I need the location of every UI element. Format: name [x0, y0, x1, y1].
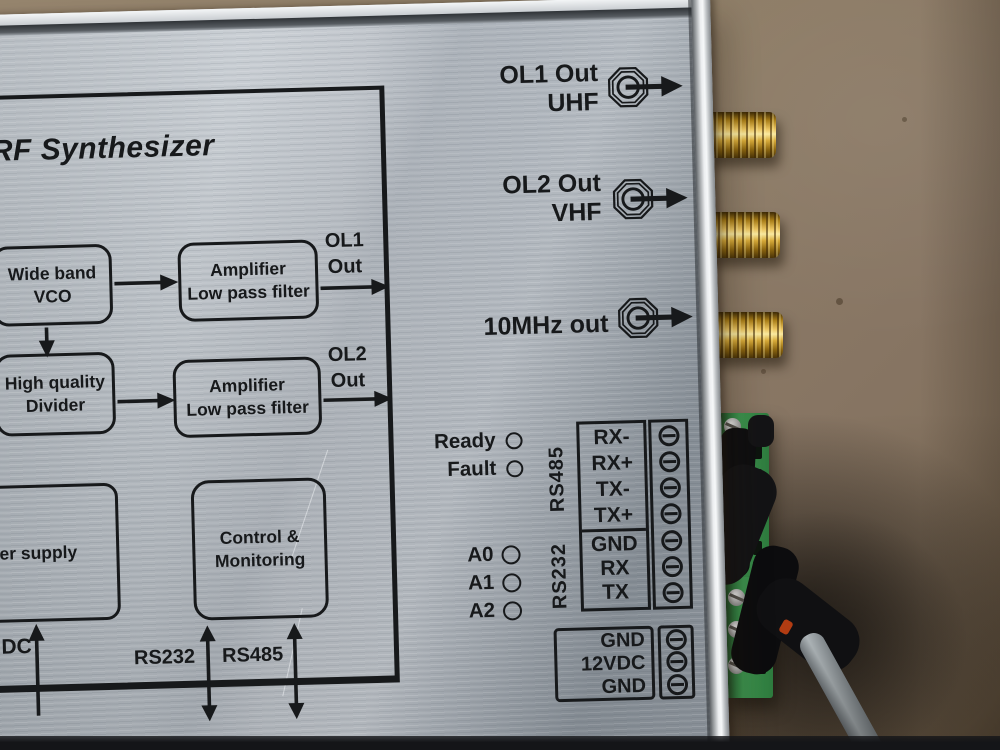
- a2-circle: [502, 600, 523, 621]
- output-legend-ol1: OL1 Out UHF: [448, 59, 599, 121]
- output-legend-ol2: OL2 Out VHF: [451, 169, 602, 231]
- power-pin-table: GND 12VDC GND: [553, 625, 656, 703]
- screw-terminal-icon: [659, 503, 682, 525]
- power-screw-column: [657, 624, 696, 700]
- block-label: Divider: [25, 394, 86, 417]
- block-label: Wide band: [7, 262, 97, 285]
- indicator-label: A0: [467, 542, 494, 567]
- pin-label: RX-: [593, 424, 630, 449]
- a0-circle: [501, 544, 521, 565]
- port-label-line: Out: [327, 255, 363, 279]
- screw-terminal-icon: [665, 628, 687, 651]
- block-amplifier-lpf-2: Amplifier Low pass filter: [172, 356, 323, 439]
- comm-screw-column: [648, 418, 694, 610]
- port-label-dc: DC: [1, 634, 33, 659]
- fault-led-circle: [506, 459, 524, 477]
- block-label: Amplifier: [208, 374, 286, 397]
- coax-connector-symbol-10mhz: [617, 297, 693, 339]
- indicator-ready: Ready: [415, 428, 523, 455]
- rs232-pin-section: GND RX TX: [582, 531, 648, 606]
- block-wideband-vco: Wide band VCO: [0, 243, 114, 327]
- arrow-divider-to-amp2: [117, 392, 176, 409]
- port-label-ol2: OL2 Out: [316, 341, 379, 395]
- arrow-dc-to-power: [28, 623, 45, 716]
- block-label: Monitoring: [214, 548, 306, 572]
- arrow-amp1-to-ol1: [320, 278, 390, 295]
- indicator-a1: A1: [460, 570, 522, 596]
- comm-pin-table: RX- RX+ TX- TX+ GND RX TX: [576, 419, 652, 612]
- sma-connector-10mhz: [713, 312, 783, 358]
- pin-label: TX+: [593, 503, 634, 528]
- black-wire: [748, 415, 774, 447]
- coax-connector-symbol-ol1: [607, 66, 683, 108]
- wire-entry-hole: [753, 445, 762, 459]
- arrow-amp2-to-ol2: [323, 390, 393, 407]
- block-label: Control &: [219, 526, 300, 549]
- indicator-label: A1: [467, 570, 495, 595]
- cardboard-specks: [0, 0, 3, 3]
- arrow-rs232: [199, 625, 218, 722]
- block-label: Low pass filter: [187, 280, 311, 304]
- rs485-pin-section: RX- RX+ TX- TX+: [579, 422, 646, 533]
- pin-label: TX: [601, 580, 630, 605]
- block-control-monitoring: Control & Monitoring: [190, 477, 330, 621]
- indicator-label: Ready: [433, 428, 496, 454]
- output-band: UHF: [546, 87, 600, 118]
- screw-terminal-icon: [657, 424, 680, 447]
- block-label: Amplifier: [209, 257, 287, 280]
- wire-entry-hole: [753, 541, 762, 555]
- output-label: 10MHz out: [483, 309, 609, 342]
- sma-connector-ol2: [710, 212, 780, 258]
- output-label: OL2 Out: [501, 168, 602, 200]
- pin-label: RX+: [591, 451, 634, 476]
- block-power-supply: Power supply: [0, 482, 122, 625]
- screw-terminal-icon: [665, 651, 688, 673]
- block-label: VCO: [33, 285, 72, 307]
- arrow-rs485: [286, 623, 305, 720]
- arrow-vco-to-divider: [38, 327, 55, 358]
- screw-terminal-icon: [661, 582, 684, 604]
- table-edge-shadow: [0, 736, 1000, 750]
- pin-label: GND: [590, 531, 638, 556]
- output-band: VHF: [551, 197, 602, 228]
- port-label-line: OL1: [324, 229, 365, 253]
- pin-label: GND: [601, 674, 647, 698]
- screw-terminal-icon: [660, 529, 683, 552]
- screw-terminal-icon: [666, 673, 688, 696]
- aluminum-panel: RF Synthesizer Wide band VCO Amplifier L…: [0, 0, 732, 750]
- port-label-line: Out: [330, 369, 366, 393]
- port-label-rs485: RS485: [221, 643, 284, 667]
- block-label: Low pass filter: [186, 396, 310, 420]
- port-label-rs232: RS232: [133, 645, 196, 670]
- screw-terminal-icon: [659, 477, 681, 499]
- rs232-group-label: RS232: [547, 542, 572, 610]
- ready-led-circle: [505, 431, 523, 450]
- rs485-group-label: RS485: [545, 445, 569, 513]
- coax-connector-symbol-ol2: [612, 178, 688, 220]
- screw-terminal-icon: [658, 450, 680, 473]
- output-label: OL1 Out: [499, 58, 599, 90]
- pin-label: RX: [600, 556, 630, 581]
- pin-label: 12VDC: [580, 651, 646, 676]
- port-label-line: OL2: [327, 343, 367, 367]
- pin-label: GND: [600, 629, 646, 653]
- output-legend-10mhz: 10MHz out: [444, 310, 609, 343]
- block-label: High quality: [4, 371, 106, 394]
- pin-label: TX-: [595, 477, 631, 502]
- indicator-fault: Fault: [416, 456, 524, 483]
- block-divider: High quality Divider: [0, 351, 117, 437]
- indicator-label: A2: [468, 598, 496, 623]
- block-label: Power supply: [0, 541, 78, 565]
- screw-terminal-icon: [661, 555, 683, 578]
- arrow-vco-to-amp1: [114, 274, 179, 291]
- indicator-label: Fault: [447, 456, 497, 482]
- indicator-a2: A2: [461, 598, 523, 624]
- a1-circle: [502, 572, 522, 593]
- terminal-screw: [728, 589, 745, 606]
- block-amplifier-lpf-1: Amplifier Low pass filter: [177, 239, 320, 323]
- sma-connector-ol1: [706, 112, 776, 158]
- indicator-a0: A0: [459, 542, 521, 568]
- port-label-ol1: OL1 Out: [313, 227, 376, 281]
